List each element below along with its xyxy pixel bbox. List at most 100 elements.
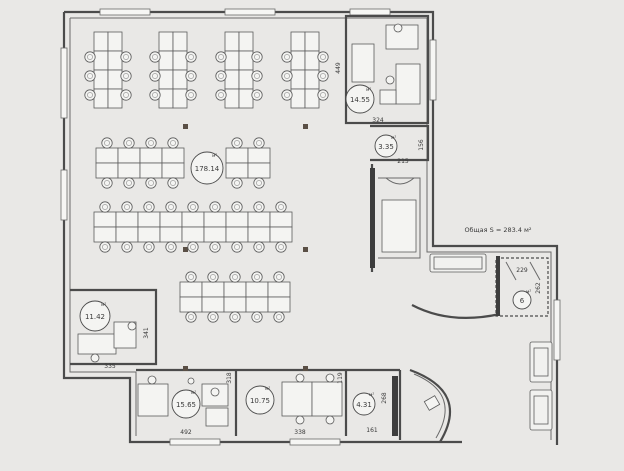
chair bbox=[149, 51, 161, 63]
chair-seat bbox=[234, 244, 240, 250]
bottom-offices: 15.65 м² 492 318 10.75 м² 338 119 4.31 м… bbox=[136, 368, 452, 443]
chair bbox=[120, 70, 132, 82]
desk bbox=[247, 162, 271, 179]
column bbox=[303, 124, 308, 129]
chair bbox=[275, 241, 287, 253]
chair bbox=[295, 415, 305, 425]
chair bbox=[84, 70, 96, 82]
chair-seat bbox=[254, 274, 260, 280]
area-label: 15.65 bbox=[176, 401, 196, 409]
chair bbox=[145, 137, 157, 149]
window bbox=[553, 299, 561, 361]
desk bbox=[172, 50, 188, 71]
chair bbox=[143, 241, 155, 253]
chair-seat bbox=[102, 204, 108, 210]
desk bbox=[93, 226, 117, 243]
desk bbox=[107, 31, 123, 52]
small-room: 3.35 м² 156 215 bbox=[370, 124, 430, 165]
dimension-label: 318 bbox=[226, 372, 233, 384]
desk bbox=[137, 383, 169, 417]
desk bbox=[161, 162, 185, 179]
chair-seat bbox=[284, 54, 290, 60]
desk bbox=[172, 31, 188, 52]
chair bbox=[185, 70, 197, 82]
chair-seat bbox=[188, 92, 194, 98]
desk bbox=[395, 63, 421, 105]
chair-seat bbox=[87, 73, 93, 79]
desk bbox=[161, 147, 185, 164]
chair-seat bbox=[254, 54, 260, 60]
chair-seat bbox=[210, 274, 216, 280]
area-label: 14.55 bbox=[350, 96, 370, 104]
chair bbox=[167, 137, 179, 149]
desk bbox=[269, 211, 293, 228]
chair-seat bbox=[212, 244, 218, 250]
chair bbox=[251, 51, 263, 63]
desk bbox=[245, 296, 269, 313]
chair-seat bbox=[256, 244, 262, 250]
dimension-label: 262 bbox=[535, 282, 542, 294]
area-unit: м² bbox=[191, 391, 196, 396]
chair bbox=[147, 375, 157, 385]
desk bbox=[201, 296, 225, 313]
desk bbox=[95, 147, 119, 164]
area-unit: м² bbox=[391, 136, 396, 141]
desk bbox=[93, 31, 109, 52]
window bbox=[99, 8, 151, 16]
area-unit: м² bbox=[265, 387, 270, 392]
chair bbox=[120, 51, 132, 63]
desk bbox=[181, 211, 205, 228]
desk bbox=[224, 88, 240, 109]
column bbox=[183, 124, 188, 129]
chair bbox=[187, 241, 199, 253]
chair bbox=[251, 311, 263, 323]
desk bbox=[311, 381, 343, 417]
desk bbox=[117, 147, 141, 164]
hanger-lines bbox=[505, 261, 541, 281]
dimension-label: 215 bbox=[397, 158, 409, 165]
area-circle bbox=[79, 300, 111, 332]
chair bbox=[120, 89, 132, 101]
inner-wall-top bbox=[70, 17, 552, 440]
chair bbox=[253, 201, 265, 213]
chair bbox=[187, 377, 195, 385]
chair-seat bbox=[218, 92, 224, 98]
chair bbox=[99, 241, 111, 253]
chair-seat bbox=[104, 180, 110, 186]
chair bbox=[215, 70, 227, 82]
desk bbox=[238, 88, 254, 109]
desk bbox=[77, 333, 117, 355]
chair-seat bbox=[152, 54, 158, 60]
desk bbox=[224, 69, 240, 90]
desk bbox=[238, 31, 254, 52]
chair-seat bbox=[126, 140, 132, 146]
sofa bbox=[381, 199, 417, 253]
column bbox=[303, 366, 308, 371]
workstations bbox=[84, 31, 329, 323]
desk bbox=[245, 281, 269, 298]
office-left-walls bbox=[70, 288, 158, 366]
desk bbox=[93, 88, 109, 109]
desk bbox=[267, 296, 291, 313]
chair bbox=[229, 311, 241, 323]
desk bbox=[351, 43, 375, 83]
chair-seat bbox=[146, 204, 152, 210]
window bbox=[169, 438, 221, 446]
chair-seat bbox=[320, 92, 326, 98]
chair-seat bbox=[168, 244, 174, 250]
area-circle bbox=[374, 134, 398, 158]
chair-seat bbox=[170, 180, 176, 186]
chair bbox=[317, 89, 329, 101]
desk bbox=[137, 226, 161, 243]
thick-wall bbox=[496, 256, 500, 316]
chair bbox=[165, 201, 177, 213]
area-label: 10.75 bbox=[250, 397, 270, 405]
column bbox=[303, 247, 308, 252]
chair bbox=[325, 373, 335, 383]
chair bbox=[207, 311, 219, 323]
chair bbox=[273, 271, 285, 283]
chair bbox=[253, 137, 265, 149]
chair bbox=[251, 70, 263, 82]
chair bbox=[165, 241, 177, 253]
chair-seat bbox=[123, 73, 129, 79]
